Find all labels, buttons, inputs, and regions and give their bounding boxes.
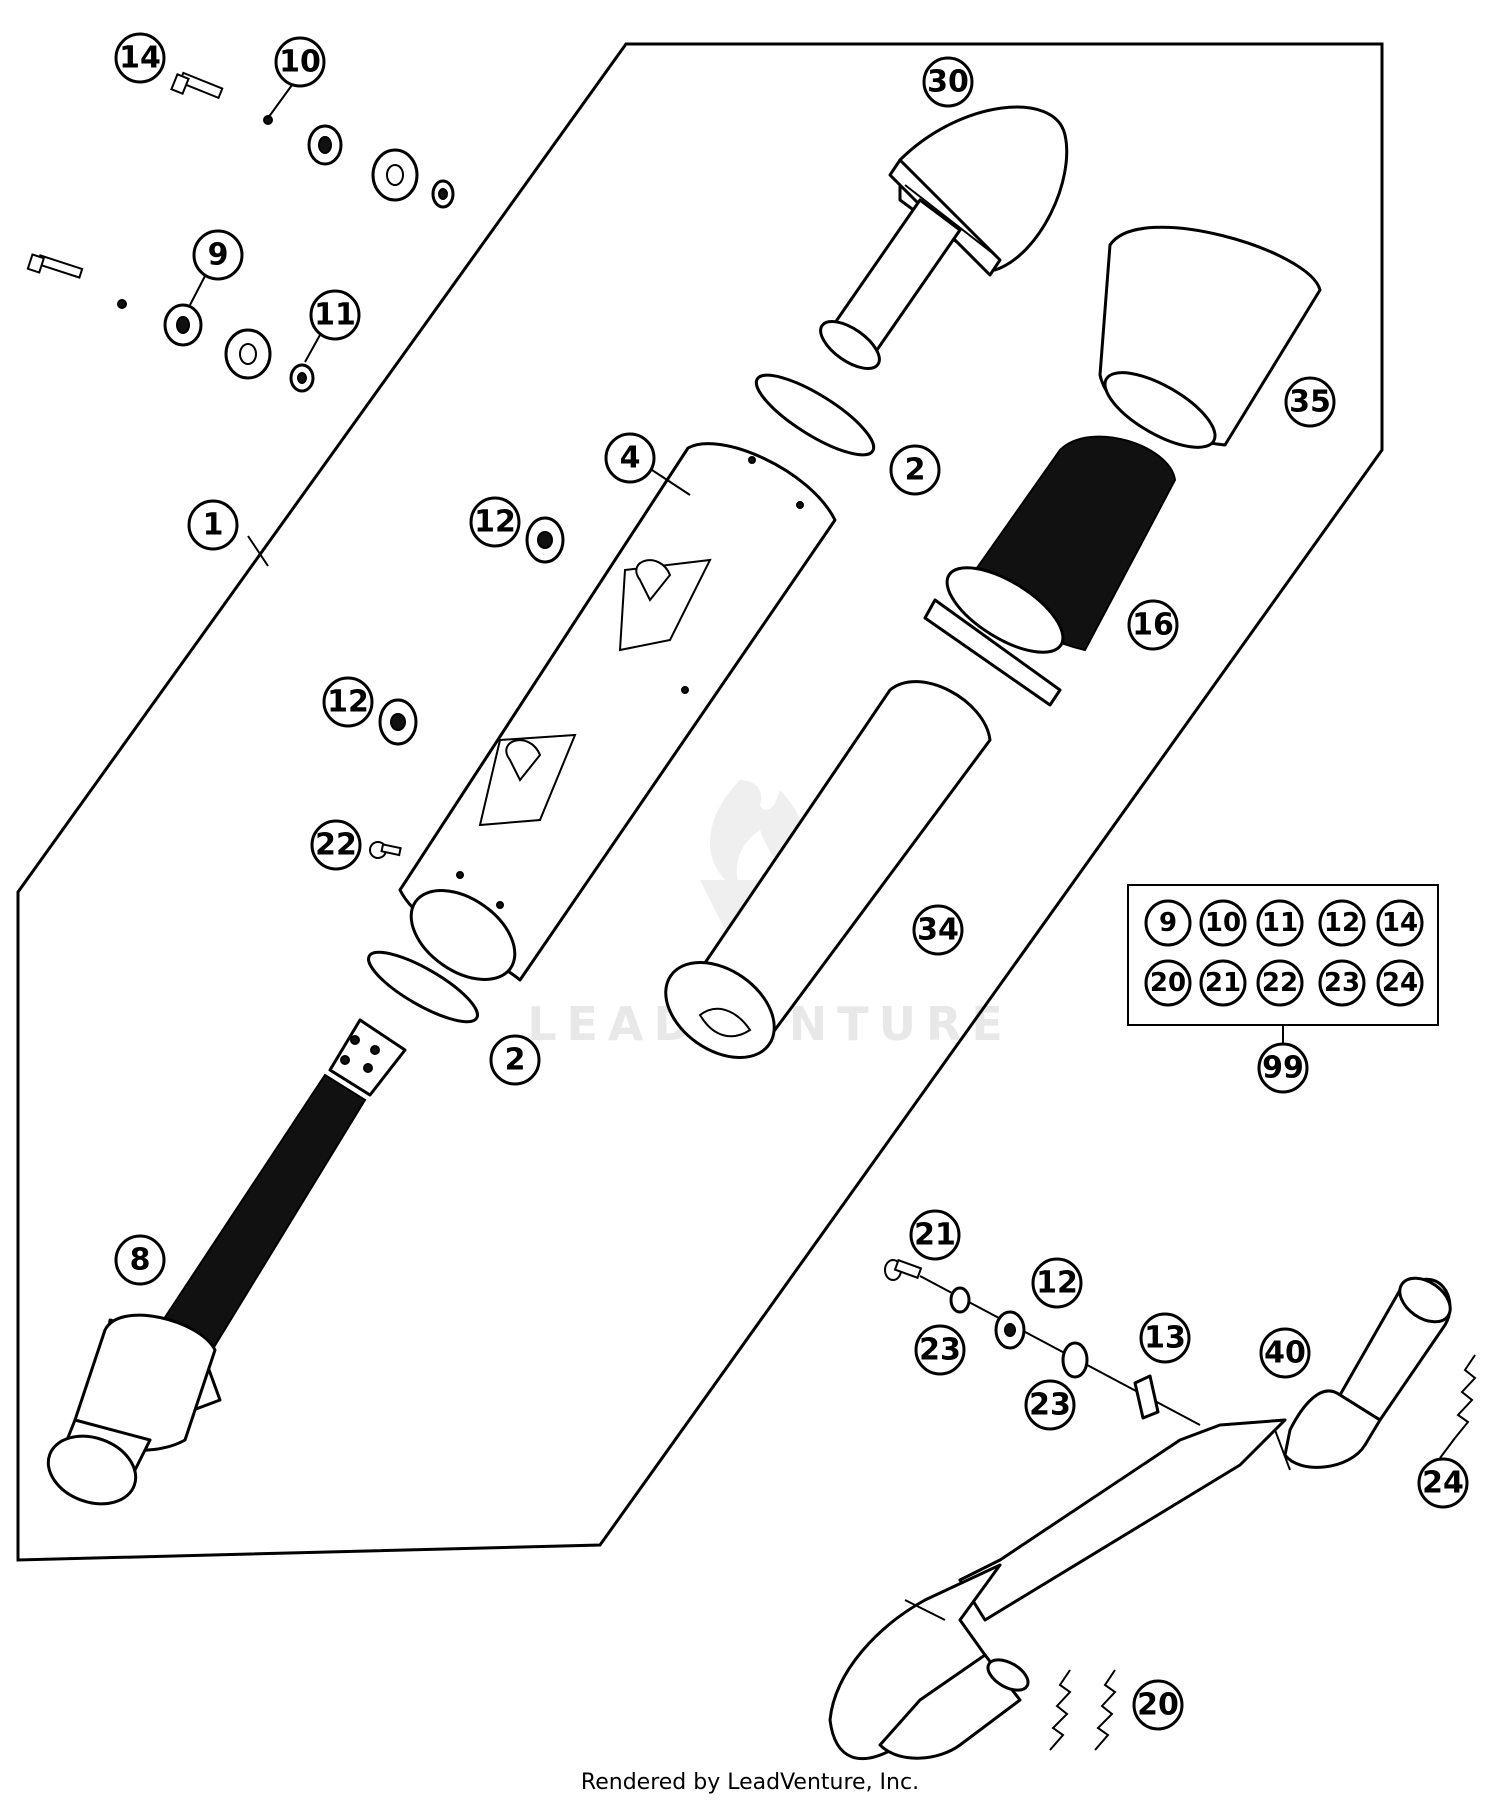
kit-box: 9 10 11 12 14 20 21 22 23 24 [1127, 884, 1439, 1045]
callout-9: 9 [189, 229, 244, 306]
svg-text:20: 20 [1137, 1688, 1179, 1723]
svg-text:10: 10 [1205, 908, 1241, 938]
svg-text:11: 11 [1262, 908, 1298, 938]
callout-12-c: 12 [1031, 1257, 1083, 1309]
svg-text:35: 35 [1289, 385, 1331, 420]
svg-text:12: 12 [1036, 1266, 1078, 1301]
callout-14: 14 [114, 32, 166, 84]
svg-text:24: 24 [1382, 968, 1418, 998]
gasket-2-bottom [367, 950, 479, 1024]
svg-text:11: 11 [314, 298, 356, 333]
svg-text:30: 30 [927, 65, 969, 100]
callout-34: 34 [912, 904, 964, 956]
svg-text:4: 4 [620, 441, 641, 476]
svg-text:9: 9 [1159, 908, 1177, 938]
svg-text:24: 24 [1422, 1466, 1464, 1501]
callout-21: 21 [909, 1209, 961, 1261]
hardware-group-top [170, 71, 455, 209]
svg-text:99: 99 [1262, 1051, 1304, 1086]
callout-8: 8 [114, 1234, 166, 1286]
end-cap-30 [819, 105, 1069, 370]
kit-item: 11 [1256, 899, 1304, 947]
svg-text:23: 23 [1324, 968, 1360, 998]
header-pipe-40 [828, 1276, 1452, 1761]
callout-4: 4 [604, 432, 691, 496]
svg-text:10: 10 [279, 45, 321, 80]
callout-10: 10 [267, 36, 326, 119]
kit-item: 24 [1376, 959, 1424, 1007]
muffler-sleeve-35 [1098, 225, 1322, 449]
callout-2-bottom: 2 [489, 1034, 541, 1086]
svg-text:9: 9 [208, 238, 229, 273]
callout-2-top: 2 [889, 444, 941, 496]
packing-16 [923, 435, 1177, 707]
svg-text:12: 12 [327, 685, 369, 720]
muffler-sleeve-4 [398, 442, 837, 982]
svg-text:13: 13 [1144, 1321, 1186, 1356]
bracket-hardware [884, 1258, 1201, 1426]
svg-text:23: 23 [1029, 1388, 1071, 1423]
svg-text:21: 21 [914, 1218, 956, 1253]
leader-line-1 [247, 535, 269, 567]
svg-text:23: 23 [919, 1333, 961, 1368]
callout-20: 20 [1132, 1679, 1184, 1731]
svg-text:2: 2 [505, 1043, 526, 1078]
svg-text:14: 14 [1382, 908, 1418, 938]
callout-99: 99 [1257, 1042, 1309, 1094]
svg-text:40: 40 [1264, 1336, 1306, 1371]
callout-1: 1 [187, 499, 239, 551]
callout-16: 16 [1127, 599, 1179, 651]
svg-text:34: 34 [917, 913, 959, 948]
svg-text:1: 1 [203, 508, 224, 543]
spring-24 [1439, 1354, 1477, 1459]
callout-13: 13 [1139, 1312, 1191, 1364]
kit-item: 9 [1144, 899, 1192, 947]
gasket-2-top [754, 373, 876, 457]
hardware-group-middle [26, 253, 315, 393]
svg-text:22: 22 [315, 828, 357, 863]
callout-40: 40 [1259, 1327, 1311, 1379]
callout-23-a: 23 [914, 1324, 966, 1376]
svg-text:20: 20 [1150, 968, 1186, 998]
svg-text:21: 21 [1205, 968, 1241, 998]
svg-text:14: 14 [119, 41, 161, 76]
callout-12-b: 12 [322, 676, 374, 728]
svg-text:2: 2 [905, 453, 926, 488]
liner-34 [664, 680, 992, 1060]
svg-text:16: 16 [1132, 608, 1174, 643]
kit-item: 10 [1199, 899, 1247, 947]
kit-item: 23 [1318, 959, 1366, 1007]
callout-22: 22 [310, 819, 362, 871]
callout-11: 11 [304, 289, 361, 363]
svg-text:22: 22 [1262, 968, 1298, 998]
kit-item: 21 [1199, 959, 1247, 1007]
assembly-outline [16, 42, 1384, 1562]
footer-credit: Rendered by LeadVenture, Inc. [580, 1770, 920, 1795]
nut-12-b [378, 698, 418, 746]
kit-item: 22 [1256, 959, 1304, 1007]
inner-core-8 [46, 1018, 407, 1506]
callout-24: 24 [1417, 1457, 1469, 1509]
callout-12-a: 12 [469, 496, 521, 548]
spring-20 [1049, 1669, 1117, 1751]
svg-text:12: 12 [1324, 908, 1360, 938]
callout-35: 35 [1284, 376, 1336, 428]
nut-12-a [525, 516, 565, 564]
callout-23-b: 23 [1024, 1379, 1076, 1431]
svg-text:8: 8 [130, 1243, 151, 1278]
kit-item: 20 [1144, 959, 1192, 1007]
kit-item: 12 [1318, 899, 1366, 947]
svg-text:12: 12 [474, 505, 516, 540]
kit-item: 14 [1376, 899, 1424, 947]
callout-30: 30 [922, 56, 974, 108]
screw-22 [369, 841, 402, 859]
